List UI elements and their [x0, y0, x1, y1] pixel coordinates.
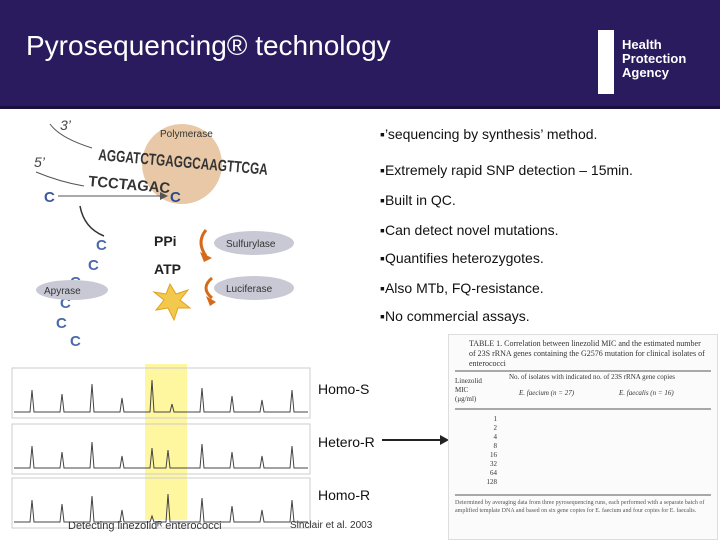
mic-value: 16	[490, 451, 497, 459]
sulfurylase-label: Sulfurylase	[226, 239, 276, 250]
apyrase-label: Apyrase	[44, 286, 81, 297]
trace-panel	[11, 423, 311, 475]
table-grid	[455, 370, 711, 496]
arrowhead	[206, 296, 216, 306]
c-letter: C	[96, 237, 107, 254]
mic-value: 64	[490, 469, 497, 477]
atp-label: ATP	[154, 261, 181, 277]
gene-copy-header: No. of isolates with indicated no. of 23…	[509, 373, 676, 381]
table-footnote: Determined by averaging data from three …	[455, 500, 705, 514]
light-burst-icon	[152, 282, 192, 322]
linezolid-table-figure: TABLE 1. Correlation between linezolid M…	[448, 334, 718, 540]
mic-header: Linezolid MIC (μg/ml)	[455, 377, 482, 403]
mic-value: 32	[490, 460, 497, 468]
trace-line-hetero-r	[14, 441, 308, 469]
sulfurylase-arrow	[199, 229, 208, 257]
homo-r-label: Homo-R	[318, 487, 371, 503]
apyrase-pill	[36, 280, 108, 300]
figure-caption-left: Detecting linezolidᴿ enterococci	[68, 520, 222, 532]
pyrogram-traces	[11, 364, 311, 529]
c-letter: C	[88, 257, 99, 274]
bullet-item: ▪Extremely rapid SNP detection – 15min.	[380, 162, 633, 178]
citation-caption: Sinclair et al. 2003	[290, 520, 373, 531]
c-letter: C	[70, 333, 81, 350]
logo-line-2: Protection	[622, 51, 687, 66]
mic-value: 128	[486, 478, 498, 486]
prime-5-label: 5’	[34, 154, 46, 170]
arrowhead	[160, 192, 168, 200]
homo-s-label: Homo-S	[318, 381, 370, 397]
header-divider	[0, 106, 720, 109]
luciferase-label: Luciferase	[226, 284, 273, 295]
trace-line-homo-s	[14, 379, 308, 413]
pyrosequencing-diagram: Polymerase 3’ 5’ AGGATCTGAGGCAAGTTCGA TC…	[34, 117, 294, 350]
release-arrow	[79, 205, 105, 237]
luciferase-arrow	[204, 276, 214, 300]
luciferase-pill	[214, 276, 294, 300]
faecalis-header: E. faecalis (n = 16)	[619, 389, 674, 397]
ppi-label: PPi	[154, 233, 177, 249]
snp-highlight	[145, 364, 187, 520]
page-title: Pyrosequencing® technology	[26, 30, 391, 61]
logo-mark	[598, 30, 614, 94]
faecium-header: E. faecium (n = 27)	[519, 389, 575, 397]
hetero-r-label: Hetero-R	[318, 434, 375, 450]
trace-panel	[11, 367, 311, 419]
logo-line-3: Agency	[622, 65, 669, 80]
c-letter: C	[56, 315, 67, 332]
bullet-item: ▪Can detect novel mutations.	[380, 222, 559, 238]
mic-value: 4	[493, 433, 498, 441]
bullet-item: ▪No commercial assays.	[380, 308, 530, 324]
primer-strand-line	[35, 171, 85, 187]
logo-line-1: Health	[622, 37, 662, 52]
bullet-item: ▪Also MTb, FQ-resistance.	[380, 280, 544, 296]
mic-value: 1	[493, 415, 498, 423]
template-strand-line	[49, 123, 93, 149]
mic-column: 1 2 4 8 16 32 64 128	[485, 415, 498, 487]
c-letter: C	[60, 295, 71, 312]
sulfurylase-pill	[214, 231, 294, 255]
bullet-item: ▪Quantifies heterozygotes.	[380, 250, 544, 266]
right-arrow-icon	[382, 435, 449, 445]
bullet-item: ▪Built in QC.	[380, 192, 456, 208]
arrowhead	[440, 435, 449, 445]
trace-line-homo-r	[14, 493, 308, 523]
free-nucleotide: C	[44, 189, 55, 206]
arrowhead	[200, 252, 212, 262]
polymerase-blob	[142, 124, 222, 204]
polymerase-label: Polymerase	[160, 129, 213, 140]
trace-panel	[11, 477, 311, 529]
mic-value: 2	[493, 424, 498, 432]
bullet-item: ▪’sequencing by synthesis’ method.	[380, 126, 598, 142]
incorporated-nucleotide: C	[170, 189, 181, 206]
prime-3-label: 3’	[60, 117, 72, 133]
hpa-logo: Health Protection Agency	[598, 30, 710, 94]
table-caption: TABLE 1. Correlation between linezolid M…	[469, 339, 705, 368]
mic-value: 8	[493, 442, 498, 450]
title-bar: Pyrosequencing® technology Health Protec…	[0, 0, 720, 109]
